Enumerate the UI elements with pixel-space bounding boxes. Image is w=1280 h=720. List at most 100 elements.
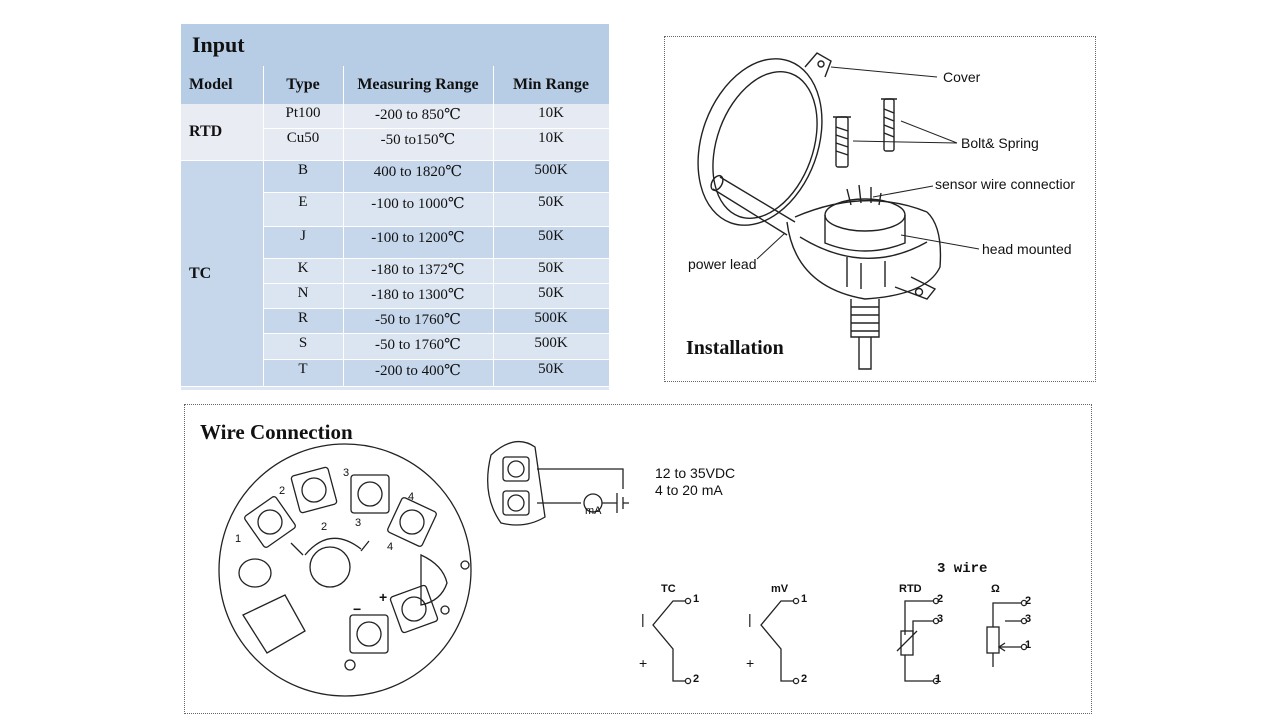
leader-sensor [872, 185, 934, 198]
ohm-pin-1: 1 [1025, 639, 1032, 651]
rtd-pin-2: 2 [937, 593, 944, 605]
table-row: J -100 to 1200℃ 50K [181, 226, 610, 259]
bolt-left [835, 116, 849, 168]
label-power-lead: power lead [688, 256, 757, 272]
tc-minus-sign: | [641, 611, 645, 627]
cell-type: K [263, 258, 344, 284]
mv-pin-1: 1 [801, 593, 808, 605]
supply-screw [502, 456, 530, 482]
ohm-symbol [992, 602, 1021, 667]
table-header-row: Model Type Measuring Range Min Range [181, 66, 610, 104]
table-row: T -200 to 400℃ 50K [181, 359, 610, 387]
header-type: Type [263, 66, 344, 104]
supply-screw [502, 490, 530, 516]
header-model: Model [181, 66, 264, 104]
tc-pin-2: 2 [693, 673, 700, 685]
supply-voltage: 12 to 35VDC [655, 465, 736, 481]
terminal-number: 1 [235, 533, 242, 545]
label-cover: Cover [943, 69, 981, 85]
wiring-diagram [218, 440, 1028, 697]
table-row: R -50 to 1760℃ 500K [181, 308, 610, 334]
table-row: RTD Pt100 -200 to 850℃ 10K [181, 104, 610, 161]
tc-pin-1: 1 [693, 593, 700, 605]
terminal-screw [349, 614, 389, 654]
table-row: TC B 400 to 1820℃ 500K [181, 160, 610, 387]
cell-range: -200 to 400℃ [343, 359, 494, 387]
label-bolt-spring: Bolt& Spring [961, 135, 1039, 151]
inner-number: 3 [355, 517, 362, 529]
cell-range: -180 to 1372℃ [343, 258, 494, 284]
leader-cover [830, 66, 938, 78]
cell-range: -100 to 1200℃ [343, 226, 494, 259]
cell-min: 10K [493, 128, 610, 161]
leader-head [900, 234, 980, 250]
tc-symbol [652, 600, 685, 682]
cell-type: R [263, 308, 344, 334]
terminal-screw [389, 584, 439, 634]
rtd-pin-3: 3 [937, 613, 944, 625]
polarity-minus: − [353, 601, 362, 617]
rtd-label: RTD [899, 583, 922, 595]
cell-min: 500K [493, 160, 610, 193]
ohm-label: Ω [991, 583, 1000, 595]
table-row: S -50 to 1760℃ 500K [181, 333, 610, 360]
header-min-range: Min Range [493, 66, 610, 104]
tc-label: TC [661, 583, 676, 595]
cell-type: Cu50 [263, 128, 344, 161]
wire-connection-panel: Wire Connection [184, 404, 1092, 714]
center-hole [309, 546, 351, 588]
model-tc: TC [181, 160, 264, 387]
leader-power [756, 232, 786, 260]
terminal-screw [290, 466, 338, 514]
cell-min: 50K [493, 226, 610, 259]
cover-dome [697, 58, 823, 226]
input-spec-panel: Input Model Type Measuring Range Min Ran… [181, 24, 610, 390]
ohm-pin-3: 3 [1025, 613, 1032, 625]
mv-label: mV [771, 583, 789, 595]
meter-unit: mA [585, 505, 602, 517]
cell-type: N [263, 283, 344, 309]
installation-panel: Cover Bolt& Spring sensor wire connectio… [664, 36, 1096, 382]
input-title: Input [181, 24, 609, 66]
mv-symbol [760, 600, 793, 682]
cell-type: B [263, 160, 344, 193]
cell-min: 500K [493, 333, 610, 360]
cell-min: 50K [493, 258, 610, 284]
cell-min: 500K [493, 308, 610, 334]
mv-minus-sign: | [748, 611, 752, 627]
supply-wire-plus [537, 468, 624, 489]
head-module [824, 198, 906, 232]
cell-min: 50K [493, 283, 610, 309]
input-spec-table: Model Type Measuring Range Min Range RTD… [181, 66, 610, 387]
three-wire-label: 3 wire [937, 561, 988, 577]
cell-type: E [263, 192, 344, 227]
terminal-screw [387, 497, 437, 547]
model-rtd: RTD [181, 104, 264, 161]
cell-range: -50 to 1760℃ [343, 333, 494, 360]
terminal-disc [218, 443, 472, 697]
transmitter-assembly-drawing [697, 52, 980, 370]
cell-range: -200 to 850℃ [343, 104, 494, 129]
table-row: Cu50 -50 to150℃ 10K [181, 128, 610, 161]
cell-range: -180 to 1300℃ [343, 283, 494, 309]
cell-min: 50K [493, 192, 610, 227]
terminal-number: 2 [279, 485, 286, 497]
power-lead-cable [712, 176, 796, 236]
ohm-pin-2: 2 [1025, 595, 1032, 607]
ground-tab [242, 594, 306, 654]
terminal-screw [350, 474, 390, 514]
cell-type: Pt100 [263, 104, 344, 129]
table-row: E -100 to 1000℃ 50K [181, 192, 610, 227]
cell-min: 10K [493, 104, 610, 129]
inner-number: 2 [321, 521, 328, 533]
terminal-screw [244, 496, 296, 548]
label-sensor-wire: sensor wire connectior [935, 176, 1076, 192]
polarity-plus: + [379, 589, 388, 605]
cell-type: T [263, 359, 344, 387]
header-measuring-range: Measuring Range [343, 66, 494, 104]
cell-range: -100 to 1000℃ [343, 192, 494, 227]
rtd-symbol [904, 600, 933, 682]
label-head-mounted: head mounted [982, 241, 1072, 257]
rtd-pin-1: 1 [935, 673, 942, 685]
cell-type: J [263, 226, 344, 259]
